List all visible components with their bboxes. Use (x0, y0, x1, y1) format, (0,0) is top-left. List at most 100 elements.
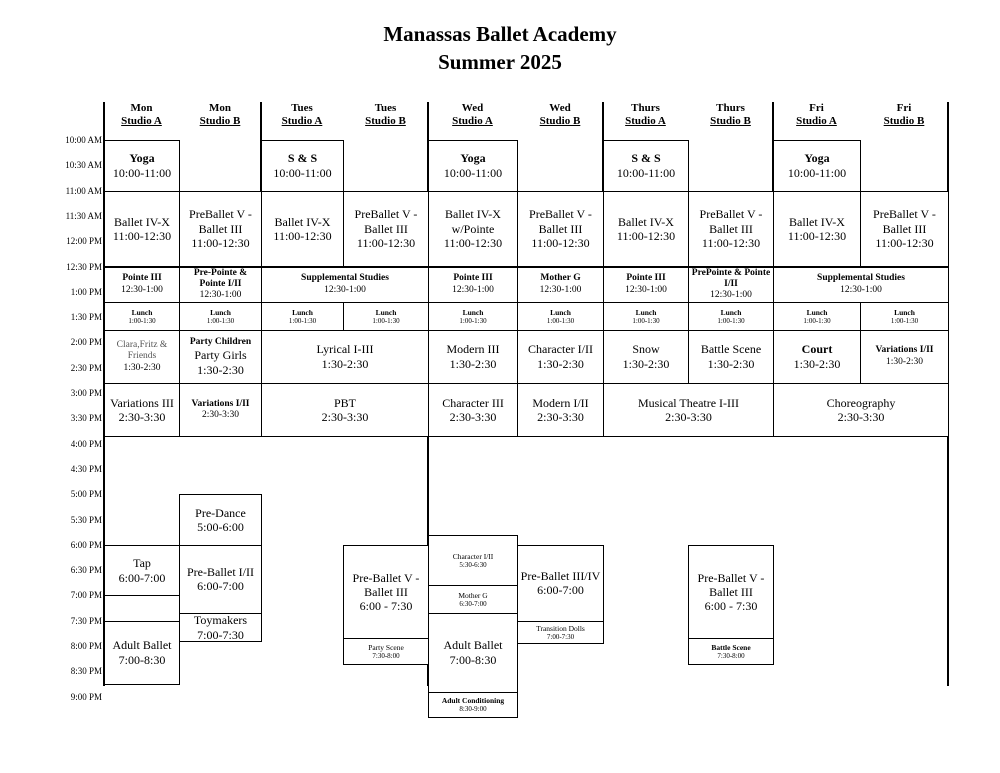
class-time: 11:00-12:30 (787, 229, 847, 244)
time-label: 8:00 PM (70, 641, 102, 651)
class-name: PreBallet V - Ballet III (699, 207, 763, 236)
class-name: PreBallet V - Ballet III (189, 207, 252, 236)
class-name: Supplemental Studies (817, 273, 905, 284)
class-name: PrePointe & Pointe I/II (691, 267, 771, 289)
class-name: Toymakers (193, 613, 248, 628)
header-studio: Studio B (365, 115, 406, 127)
class-time: 6:00-7:00 (118, 570, 166, 585)
class-time: 11:00-12:30 (531, 236, 590, 251)
class-name: Adult Conditioning (441, 695, 505, 705)
class-name: Lunch (806, 307, 828, 317)
class-time: 1:30-2:30 (449, 356, 497, 371)
class-name: Pre-Ballet V -Ballet III (352, 570, 420, 599)
time-label: 4:30 PM (70, 463, 102, 474)
class-name: PreBallet V - Ballet III (529, 207, 592, 236)
time-label: 2:00 PM (70, 337, 102, 348)
class-time: 1:30-2:30 (197, 362, 244, 377)
class-name: Lunch (720, 307, 742, 317)
class-time: 12:30-1:00 (539, 284, 582, 295)
class-name: Character I/II (528, 342, 593, 357)
class-time: 5:00-6:00 (197, 519, 244, 534)
class-name: Lunch (131, 307, 153, 317)
class-time: 1:00-1:30 (546, 316, 575, 325)
page-subtitle: Summer 2025 (438, 50, 562, 74)
header-day: Mon (209, 102, 231, 114)
class-name: Pointe III (453, 273, 493, 284)
class-time: 10:00-11:00 (616, 165, 676, 180)
class-time: 12:30-1:00 (324, 284, 366, 295)
header-studio: Studio A (121, 115, 162, 127)
page-title: Manassas Ballet Academy (383, 22, 617, 46)
header-day: Fri (809, 102, 824, 114)
class-name: Lunch (375, 307, 397, 317)
class-name: Variations III (110, 395, 174, 410)
class-time: 1:30-2:30 (321, 356, 369, 371)
class-name: Variations I/II (875, 345, 934, 356)
class-name: PreBallet V - Ballet III (354, 207, 418, 236)
class-name: Transition Dolls (536, 623, 585, 633)
class-name: Pre-Ballet III/IV (520, 568, 601, 583)
class-time: 6:00-7:00 (537, 583, 584, 598)
class-name: Choreography (826, 395, 896, 410)
class-name: Variations I/II (191, 398, 250, 409)
header-day: Wed (461, 102, 484, 114)
class-time: 10:00-11:00 (443, 165, 503, 180)
class-time: 2:30-3:30 (321, 409, 369, 424)
class-time: 11:00-12:30 (616, 229, 676, 244)
class-name: Lunch (292, 307, 313, 317)
class-name: S & S (631, 151, 661, 166)
class-time: 2:30-3:30 (449, 409, 497, 424)
class-time: 2:30-3:30 (837, 409, 885, 424)
class-time: 11:00-12:30 (701, 236, 761, 251)
header-day: Mon (130, 102, 153, 114)
class-time: 7:00-7:30 (197, 627, 244, 642)
class-time: 1:00-1:30 (206, 316, 235, 325)
class-time: 2:30-3:30 (202, 409, 239, 420)
time-label: 8:30 PM (70, 666, 102, 677)
class-time: 10:00-11:00 (112, 165, 172, 180)
header-studio: Studio A (452, 115, 493, 127)
class-time: 11:00-12:30 (443, 236, 503, 251)
class-name: Ballet IV-X (618, 214, 674, 229)
class-name: Clara,Fritz & Friends (116, 339, 168, 362)
class-time: 2:30-3:30 (537, 409, 584, 424)
time-label: 10:00 AM (65, 135, 102, 145)
header-studio: Studio B (199, 115, 241, 127)
class-time: 5:30-6:30 (459, 560, 487, 569)
class-name: Court (801, 342, 833, 357)
time-label: 9:00 PM (70, 691, 102, 702)
class-time: 11:00-12:30 (875, 236, 934, 251)
class-time: 6:00 - 7:30 (359, 599, 413, 614)
class-name: Yoga (804, 151, 830, 166)
class-name: Pre-Pointe & Pointe I/II (193, 267, 248, 289)
class-time: 1:30-2:30 (793, 356, 841, 371)
class-name: Lunch (550, 307, 571, 317)
class-name: PBT (333, 395, 356, 410)
class-time: 1:00-1:30 (288, 316, 317, 325)
class-name: S & S (287, 151, 318, 166)
